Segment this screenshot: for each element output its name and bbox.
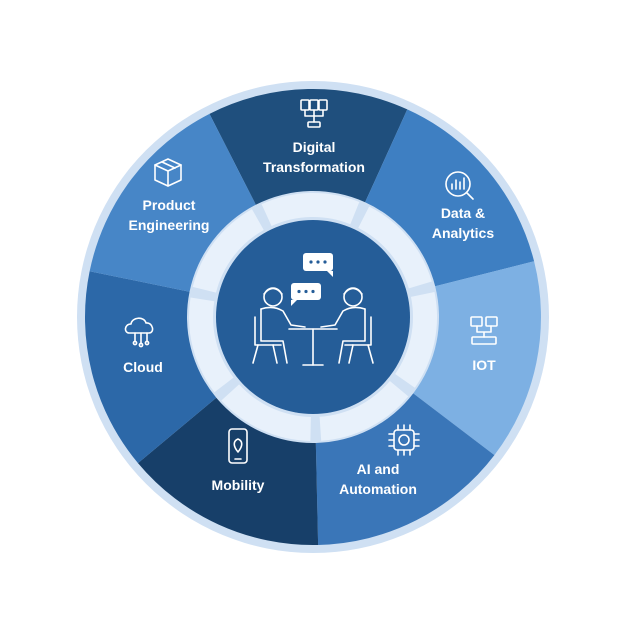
segment-label-line: Product [143,197,196,213]
inner-ring-block [221,384,311,441]
circuit-board-icon [300,99,328,128]
segment-cloud [85,271,217,464]
magnifier-chart-icon [445,171,474,200]
inner-ring-block [358,206,432,289]
segment-label-line: Mobility [212,477,265,493]
ai-chip-icon [388,424,420,456]
segment-label-line: Data & [441,205,485,221]
segment-digital-transformation [209,88,408,205]
segment-label-line: Automation [339,481,417,497]
segment-data-analytics [365,109,535,287]
segment-ai-automation [315,393,495,545]
segment-label-line: Transformation [263,159,365,175]
smartphone-location-icon [228,428,248,464]
segment-label-iot: IOT [472,357,496,373]
center-hub [216,220,410,414]
product-box-icon [154,158,182,187]
segment-label-cloud: Cloud [123,359,163,375]
segment-mobility [137,397,319,545]
segment-label-line: Digital [293,139,336,155]
segment-label-line: Cloud [123,359,163,375]
segment-label-line: Engineering [129,217,210,233]
inner-ring-block [261,193,360,227]
inner-ring-block [395,291,437,388]
segment-product-engineering [89,113,256,292]
segment-label-line: AI and [357,461,400,477]
inner-ring-block [319,380,409,441]
inner-ring-block [192,209,264,293]
segment-label-data-analytics: Data & Analytics [432,205,494,241]
two-people-meeting-icon [252,253,374,366]
segment-label-line: IOT [472,357,496,373]
connected-devices-icon [470,316,498,345]
segment-label-mobility: Mobility [212,477,265,493]
segment-iot [413,261,541,456]
inner-ring-block [189,297,234,393]
cloud-network-icon [124,317,154,348]
segment-label-line: Analytics [432,225,494,241]
